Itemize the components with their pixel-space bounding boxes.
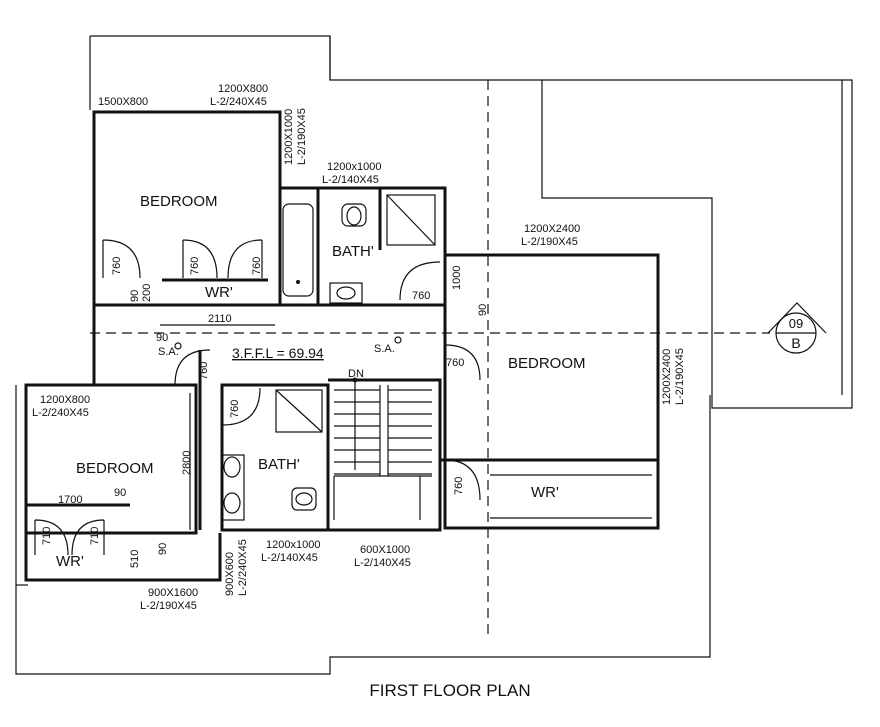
- dimension-label: 1000: [451, 266, 463, 290]
- staircase: [333, 377, 432, 520]
- dimension-label: L-2/140X45: [354, 557, 411, 569]
- dimension-label: 1200X1000: [283, 109, 295, 165]
- double-basin: [221, 454, 245, 521]
- shower-tray: [386, 194, 436, 246]
- room-label-bedroom: BEDROOM: [508, 355, 586, 372]
- dimension-label: 2110: [208, 313, 232, 325]
- room-label-bedroom: BEDROOM: [140, 193, 218, 210]
- toilet-2: [291, 487, 317, 511]
- bathtub: [282, 203, 314, 297]
- dimension-label: L-2/240X45: [32, 407, 89, 419]
- section-sheet: B: [791, 335, 800, 351]
- plan-title: FIRST FLOOR PLAN: [369, 681, 530, 700]
- dimension-label: 600X1000: [360, 544, 410, 556]
- dimension-label: 2800: [181, 451, 193, 475]
- shower-tray-2: [275, 389, 323, 433]
- smoke-alarm-label: S.A.: [158, 346, 179, 358]
- floor-level-label: 3.F.F.L = 69.94: [232, 345, 324, 361]
- dimension-label: 760: [111, 257, 123, 275]
- dimension-label: 1200X800: [40, 394, 90, 406]
- dimension-label: 90: [156, 332, 168, 344]
- dimension-label: 760: [229, 400, 241, 418]
- dimension-label: 90: [114, 487, 126, 499]
- dimension-label: 90: [477, 304, 489, 316]
- dimension-label: 90: [129, 290, 141, 302]
- dimension-label: 1200X800: [218, 83, 268, 95]
- dimension-label: L-2/190X45: [296, 108, 308, 165]
- dimension-label: L-2/140X45: [322, 174, 379, 186]
- dimension-label: L-2/240X45: [237, 539, 249, 596]
- walls: [24, 110, 660, 582]
- dimension-label: 510: [129, 550, 141, 568]
- room-label-wr: WR': [531, 484, 559, 501]
- room-label-wr: WR': [56, 553, 84, 570]
- dimension-label: 1200x1000: [327, 161, 381, 173]
- dimension-label: 710: [41, 527, 53, 545]
- fixtures: [34, 194, 652, 556]
- section-number: 09: [789, 316, 803, 331]
- dimension-label: 760: [412, 290, 430, 302]
- section-marker: 09 B: [767, 302, 827, 354]
- stair-down-label: DN: [348, 368, 364, 380]
- dimension-label: L-2/190X45: [140, 600, 197, 612]
- washbasin: [329, 282, 363, 304]
- roof-outline: [15, 35, 853, 675]
- dimension-label: 1700: [58, 494, 82, 506]
- dimensions: 1500X800 1200X800 L-2/240X45 1200X1000 L…: [32, 83, 686, 612]
- dimension-label: L-2/140X45: [261, 552, 318, 564]
- dimension-label: 900X600: [224, 552, 236, 596]
- dimension-label: L-2/190X45: [674, 348, 686, 405]
- dimension-label: L-2/240X45: [210, 96, 267, 108]
- dimension-label: 90: [157, 543, 169, 555]
- dimension-label: 900X1600: [148, 587, 198, 599]
- dimension-label: 710: [89, 527, 101, 545]
- room-label-wr: WR': [205, 284, 233, 301]
- dimension-label: 760: [198, 362, 210, 380]
- dimension-label: 760: [189, 257, 201, 275]
- grid-axis-lines: [90, 36, 770, 636]
- dimension-label: 760: [251, 257, 263, 275]
- dimension-label: 1200X2400: [524, 223, 580, 235]
- room-label-bath: BATH': [258, 456, 300, 473]
- room-label-bedroom: BEDROOM: [76, 460, 154, 477]
- dimension-label: 1200X2400: [661, 349, 673, 405]
- room-label-bath: BATH': [332, 243, 374, 260]
- dimension-label: 1200x1000: [266, 539, 320, 551]
- dimension-label: 1500X800: [98, 96, 148, 108]
- smoke-alarm-label: S.A.: [374, 343, 395, 355]
- dimension-label: 760: [446, 357, 464, 369]
- toilet: [341, 203, 367, 227]
- dimension-label: 200: [141, 284, 153, 302]
- dimension-label: L-2/190X45: [521, 236, 578, 248]
- dimension-label: 760: [453, 477, 465, 495]
